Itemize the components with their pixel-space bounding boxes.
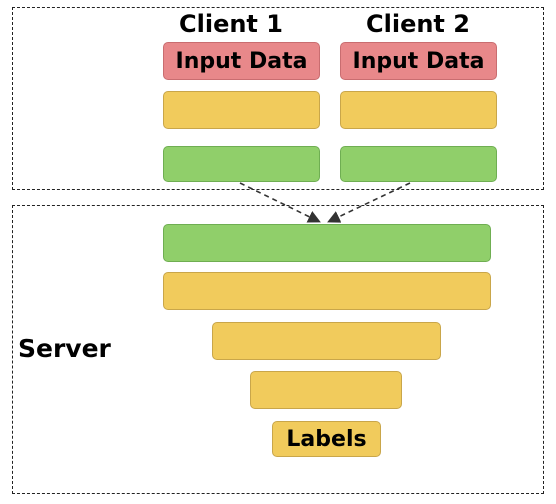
client-2-cut-layer [340,146,497,182]
server-hidden-layer-1 [163,272,491,310]
server-hidden-layer-2 [212,322,441,360]
server-output-block: Labels [272,421,381,457]
client-1-input-label: Input Data [175,48,308,74]
client-2-title: Client 2 [366,10,470,38]
client-1-input-block: Input Data [163,42,320,80]
client-1-cut-layer [163,146,320,182]
client-1-title: Client 1 [179,10,283,38]
client-2-hidden-layer [340,91,497,129]
server-title: Server [18,334,111,363]
client-2-input-label: Input Data [352,48,485,74]
client-1-hidden-layer [163,91,320,129]
server-merge-layer [163,224,491,262]
server-output-label: Labels [286,426,367,452]
client-2-input-block: Input Data [340,42,497,80]
server-hidden-layer-3 [250,371,402,409]
